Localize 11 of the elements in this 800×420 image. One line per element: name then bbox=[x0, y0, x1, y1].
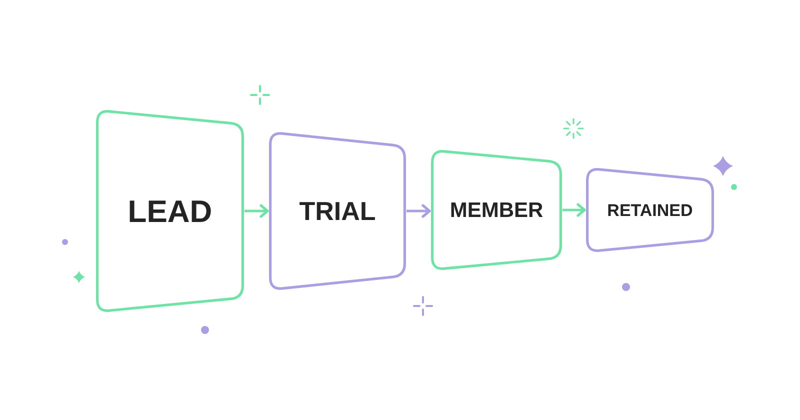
stage-shape bbox=[431, 149, 562, 271]
stage-label: LEAD bbox=[128, 196, 212, 226]
stage-shape bbox=[96, 109, 244, 313]
arrow bbox=[406, 204, 431, 218]
arrow bbox=[244, 204, 269, 218]
arrow bbox=[562, 203, 586, 217]
stage-label: MEMBER bbox=[450, 200, 544, 220]
stage-label: TRIAL bbox=[299, 198, 376, 224]
stage-label: RETAINED bbox=[607, 202, 693, 218]
stage-shape bbox=[586, 167, 714, 253]
stage-shape bbox=[269, 131, 406, 291]
